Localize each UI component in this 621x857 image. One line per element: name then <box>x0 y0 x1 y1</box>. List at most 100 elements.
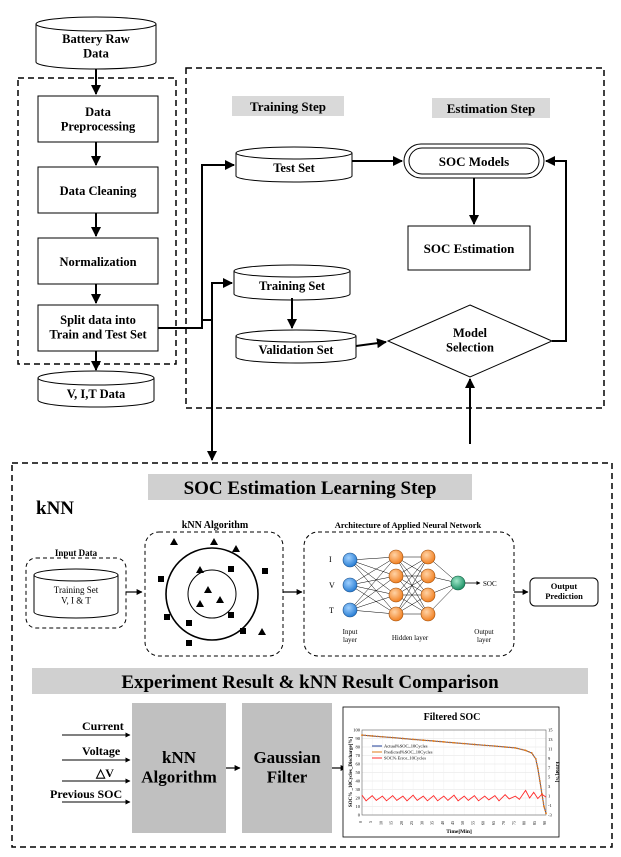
chart-point <box>391 736 394 739</box>
neural-network-group <box>303 531 515 657</box>
nn-edge <box>349 559 397 615</box>
chart-legend-label: Actual%SOC_10Cycles <box>384 744 428 749</box>
nn-input-node <box>342 577 358 593</box>
chart-ylabel: SOC% _10Cycles_Discharge[%] <box>349 737 354 807</box>
nn-hidden-node <box>420 549 436 565</box>
knn-point-square <box>158 576 164 582</box>
chart-xtick-label: 5 <box>368 821 373 823</box>
vit-data-label: V, I,T Data <box>67 387 126 401</box>
chart-legend-label: SOC% Error_10Cycles <box>384 756 426 761</box>
chart-ytick-label: 10 <box>356 804 361 809</box>
chart-xtick-label: 50 <box>460 821 465 825</box>
chart-xtick-label: 20 <box>399 821 404 825</box>
learning-step-banner <box>148 474 472 500</box>
arrow-split-to-training-set <box>202 278 233 321</box>
nn-architecture-title: Architecture of Applied Neural Network <box>335 520 482 530</box>
estimation-step-label: Estimation Step <box>447 101 535 116</box>
nn-input-node <box>342 552 358 568</box>
nn-edge <box>349 559 397 577</box>
chart-xtick-label: 65 <box>491 821 496 825</box>
nn-edge <box>349 584 397 615</box>
chart-xtick-label: 55 <box>470 821 475 825</box>
knn-point-triangle <box>196 566 204 573</box>
nn-edge <box>395 556 429 596</box>
nn-input-label-i: I <box>329 555 332 564</box>
nn-edge <box>349 594 397 611</box>
chart-point <box>504 746 507 748</box>
chart-point <box>534 758 537 760</box>
soc-models-label: SOC Models <box>439 154 509 169</box>
chart-xtick-label: 0 <box>358 821 363 823</box>
chart-point <box>493 745 496 748</box>
soc-models-node: SOC Models <box>403 143 545 179</box>
chart-point <box>543 805 545 808</box>
nn-nodes <box>342 549 466 622</box>
chart-ytick-label: 60 <box>356 762 361 767</box>
nn-edge <box>349 559 397 596</box>
chart-xtick-label: 70 <box>501 821 506 825</box>
chart-xtick-label: 45 <box>450 821 455 825</box>
knn-point-square <box>186 640 192 646</box>
knn-point-square <box>164 614 170 620</box>
training-estimation-dashed-group <box>185 67 605 409</box>
knn-point-square <box>228 566 234 572</box>
chart-point <box>536 767 539 770</box>
knn-inner-circle <box>187 569 237 619</box>
nn-edge <box>349 584 397 596</box>
knn-point-triangle <box>232 545 240 552</box>
chart-point <box>442 741 445 743</box>
chart-point <box>538 780 541 782</box>
chart-xtick-label: 30 <box>419 821 424 825</box>
validation-set-label: Validation Set <box>259 343 335 357</box>
chart-y2label: Error[%] <box>554 762 559 783</box>
chart-xtick-label: 15 <box>389 821 394 825</box>
nn-edge <box>349 609 397 615</box>
nn-hidden-layer-label: Hidden layer <box>392 634 429 642</box>
chart-xtick-label: 80 <box>522 821 527 825</box>
normalization-box: Normalization <box>37 237 159 285</box>
vit-data-cylinder: V, I,T Data <box>37 370 155 408</box>
data-cleaning-label: Data Cleaning <box>60 184 137 198</box>
chart-point <box>432 740 435 742</box>
chart-point <box>530 752 533 754</box>
chart-point <box>361 734 363 736</box>
chart-point <box>483 744 486 747</box>
knn-point-square <box>186 620 192 626</box>
nn-output-node <box>450 575 466 591</box>
nn-connections <box>349 556 459 615</box>
chart-ytick-label: 30 <box>356 787 361 792</box>
knn-heading: kNN <box>36 498 74 519</box>
data-cleaning-box: Data Cleaning <box>37 166 159 214</box>
chart-xtick-label: 60 <box>481 821 486 825</box>
chart-y2tick-label: 3 <box>548 784 551 789</box>
nn-hidden-node <box>388 568 404 584</box>
knn-sample-points <box>158 538 268 646</box>
chart-y2tick-label: 9 <box>548 756 551 761</box>
chart-point <box>524 749 527 752</box>
estimation-step-banner <box>432 98 550 118</box>
chart-series-line <box>361 734 547 814</box>
chart-legend-label: Predicted%SOC_10Cycles <box>384 750 433 755</box>
chart-series-line <box>361 789 547 802</box>
nn-input-node <box>342 602 358 618</box>
nn-hidden-node <box>388 587 404 603</box>
nn-edge <box>349 556 397 561</box>
knn-point-triangle <box>216 596 224 603</box>
nn-hidden-node <box>420 568 436 584</box>
soc-estimation-box: SOC Estimation <box>407 225 531 271</box>
knn-algorithm-title: kNN Algorithm <box>182 520 249 531</box>
